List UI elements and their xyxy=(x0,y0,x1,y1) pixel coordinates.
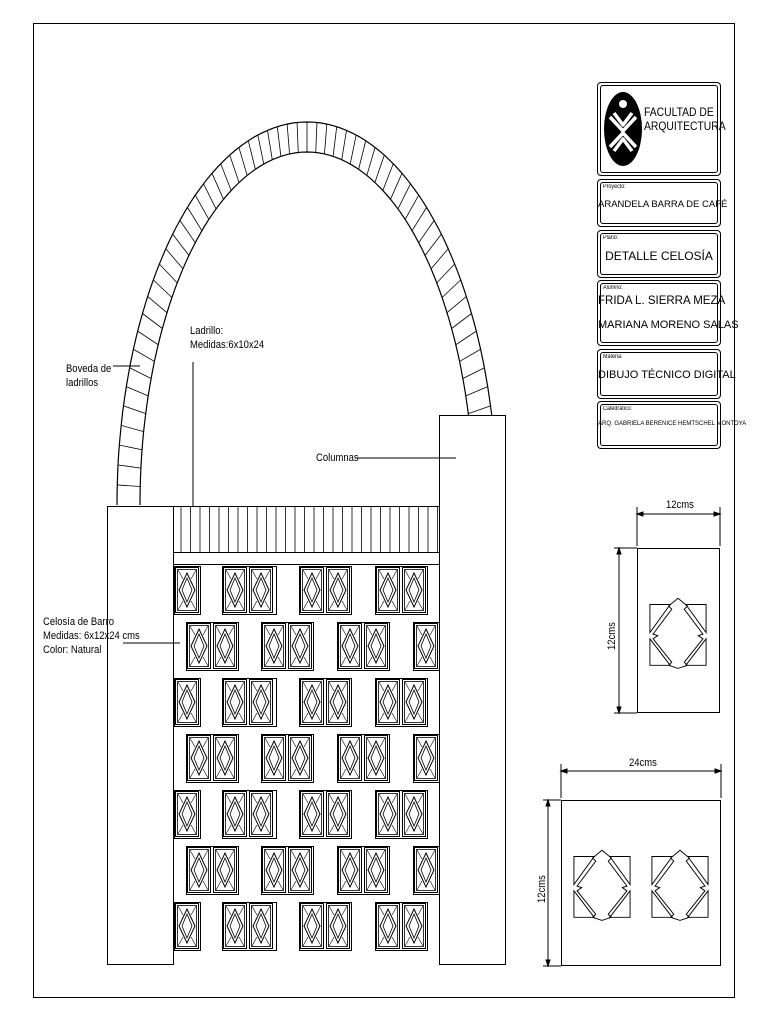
label-celosia-line3: Color: Natural xyxy=(43,644,102,656)
proyecto-key: Proyecto: xyxy=(603,184,626,190)
catedratico-key: Catedrático: xyxy=(603,406,633,412)
leader-lines xyxy=(113,362,456,644)
right-column xyxy=(439,415,506,965)
title-block-materia: Materia: DIBUJO TÉCNICO DIGITAL xyxy=(597,349,736,399)
label-ladrillo-line2: Medidas:6x10x24 xyxy=(190,339,265,351)
dim-large-height xyxy=(543,798,561,968)
label-boveda-line2: ladrillos xyxy=(66,377,99,389)
faculty-name-line1: FACULTAD DE xyxy=(644,107,714,119)
dim-label-small-width: 12cms xyxy=(666,499,694,511)
brick-vault xyxy=(116,121,498,506)
title-block-alumno: Alumno: FRIDA L. SIERRA MEZA MARIANA MOR… xyxy=(597,280,739,346)
dim-label-large-height: 12cms xyxy=(536,875,548,903)
brick-lintel xyxy=(173,506,440,565)
faculty-logo-icon xyxy=(604,92,642,166)
dim-large-width xyxy=(559,764,723,798)
dim-label-large-width: 24cms xyxy=(629,757,657,769)
label-columnas: Columnas xyxy=(316,452,359,464)
materia-value: DIBUJO TÉCNICO DIGITAL xyxy=(598,369,736,381)
alumno-key: Alumno: xyxy=(603,285,623,291)
title-block-plano: Plano: DETALLE CELOSÍA xyxy=(597,230,721,278)
materia-key: Materia: xyxy=(603,354,623,360)
clay-lattice xyxy=(174,566,440,951)
sheet-border xyxy=(33,23,735,998)
dim-small-width xyxy=(635,507,722,546)
detail-small-block xyxy=(637,548,720,713)
alumno-name-2: MARIANA MORENO SALAS xyxy=(598,319,739,331)
faculty-name-line2: ARQUITECTURA xyxy=(644,121,726,133)
label-celosia-line1: Celosía de Barro xyxy=(43,616,114,628)
left-wall xyxy=(107,506,174,965)
label-celosia-line2: Medidas: 6x12x24 cms xyxy=(43,630,140,642)
catedratico-value: ARQ. GABRIELA BERENICE HEMTSCHEL MONTOYA xyxy=(598,421,747,427)
plano-value: DETALLE CELOSÍA xyxy=(605,249,713,263)
label-ladrillo-line1: Ladrillo: xyxy=(190,325,224,337)
label-boveda-line1: Boveda de xyxy=(66,363,112,375)
alumno-name-1: FRIDA L. SIERRA MEZA xyxy=(598,295,726,307)
detail-large-block xyxy=(561,800,721,966)
dim-label-small-height: 12cms xyxy=(606,622,618,650)
title-block-catedratico: Catedrático: ARQ. GABRIELA BERENICE HEMT… xyxy=(597,401,747,449)
proyecto-value: ARANDELA BARRA DE CAFÉ xyxy=(598,199,728,210)
plano-key: Plano: xyxy=(603,235,619,241)
title-block-faculty: FACULTAD DE ARQUITECTURA xyxy=(597,82,726,176)
title-block-proyecto: Proyecto: ARANDELA BARRA DE CAFÉ xyxy=(597,179,728,227)
dim-small-height xyxy=(614,546,637,715)
